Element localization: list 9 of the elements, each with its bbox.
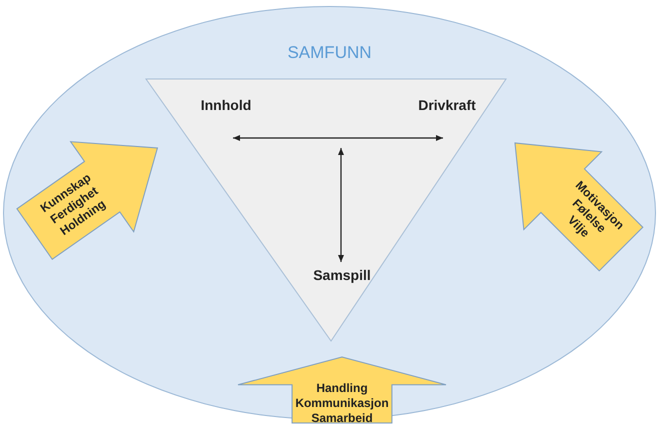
arrow-text: Kommunikasjon (295, 396, 389, 411)
corner-label: Innhold (194, 95, 258, 115)
double-arrow (233, 135, 443, 141)
corner-label: Drivkraft (413, 95, 481, 115)
ellipse-title: SAMFUNN (286, 42, 373, 64)
arrow-text: Handling (316, 380, 368, 396)
double-arrow (338, 148, 344, 262)
corner-label: Samspill (307, 265, 377, 285)
arrow-text: Samarbeid (311, 410, 373, 426)
